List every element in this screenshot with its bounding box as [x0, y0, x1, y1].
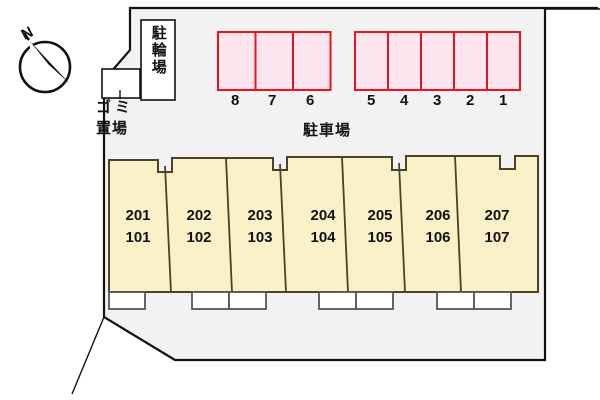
- compass-pointer-stem: [23, 32, 30, 41]
- compass-needle-light: [29, 40, 48, 86]
- bicycle-parking-label: 駐輪場: [149, 25, 168, 76]
- unit-divider-5: [398, 162, 406, 293]
- unit-label-106: 106: [425, 229, 451, 246]
- parking-stall-3: [420, 31, 455, 91]
- building-outline: [108, 155, 539, 293]
- unit-label-104: 104: [310, 229, 336, 246]
- parking-stall-label-4: 4: [400, 92, 409, 109]
- compass-rose: [18, 32, 72, 94]
- unit-label-203: 203: [247, 207, 273, 224]
- compass-needle: [29, 40, 70, 84]
- parking-stall-6: [292, 31, 332, 91]
- balcony-box-102: [191, 291, 230, 310]
- parking-stall-label-7: 7: [268, 92, 277, 109]
- balcony-box-103: [228, 291, 267, 310]
- unit-divider-2: [225, 157, 233, 293]
- parking-stall-label-6: 6: [306, 92, 315, 109]
- unit-label-102: 102: [186, 229, 212, 246]
- balcony-box-106: [436, 291, 475, 310]
- unit-divider-4: [341, 156, 349, 293]
- parking-group-left: [217, 31, 332, 91]
- unit-label-202: 202: [186, 207, 212, 224]
- balcony-box-104: [318, 291, 357, 310]
- parking-stall-label-2: 2: [466, 92, 475, 109]
- unit-label-205: 205: [367, 207, 393, 224]
- boundary-tail-line: [71, 316, 105, 395]
- unit-divider-6: [454, 155, 462, 293]
- parking-stall-7: [254, 31, 294, 91]
- unit-divider-3: [279, 163, 287, 293]
- unit-label-204: 204: [310, 207, 336, 224]
- unit-label-107: 107: [484, 229, 510, 246]
- balcony-boxes: [108, 291, 512, 310]
- parking-stall-4: [387, 31, 422, 91]
- parking-group-right: [354, 31, 521, 91]
- garbage-area-label-line2: 置場: [96, 119, 129, 137]
- parking-stall-label-8: 8: [231, 92, 240, 109]
- unit-label-207: 207: [484, 207, 510, 224]
- unit-label-206: 206: [425, 207, 451, 224]
- unit-divider-1: [164, 165, 172, 293]
- balcony-box-105: [355, 291, 394, 310]
- parking-stall-5: [354, 31, 389, 91]
- unit-dividers: [164, 155, 462, 293]
- garbage-area-label-line1: ゴミ: [96, 98, 135, 116]
- parking-stall-8: [217, 31, 257, 91]
- parking-stall-2: [453, 31, 488, 91]
- parking-stall-1: [486, 31, 521, 91]
- unit-label-105: 105: [367, 229, 393, 246]
- unit-label-103: 103: [247, 229, 273, 246]
- parking-stall-label-1: 1: [499, 92, 508, 109]
- unit-label-201: 201: [125, 207, 151, 224]
- parking-stall-label-3: 3: [433, 92, 442, 109]
- bicycle-parking-area: [140, 19, 176, 101]
- balcony-box-101: [108, 291, 146, 310]
- garbage-area: [101, 68, 141, 99]
- balcony-box-107: [473, 291, 512, 310]
- unit-label-101: 101: [125, 229, 151, 246]
- parking-stall-label-5: 5: [367, 92, 376, 109]
- parking-lot-label: 駐車場: [303, 121, 352, 139]
